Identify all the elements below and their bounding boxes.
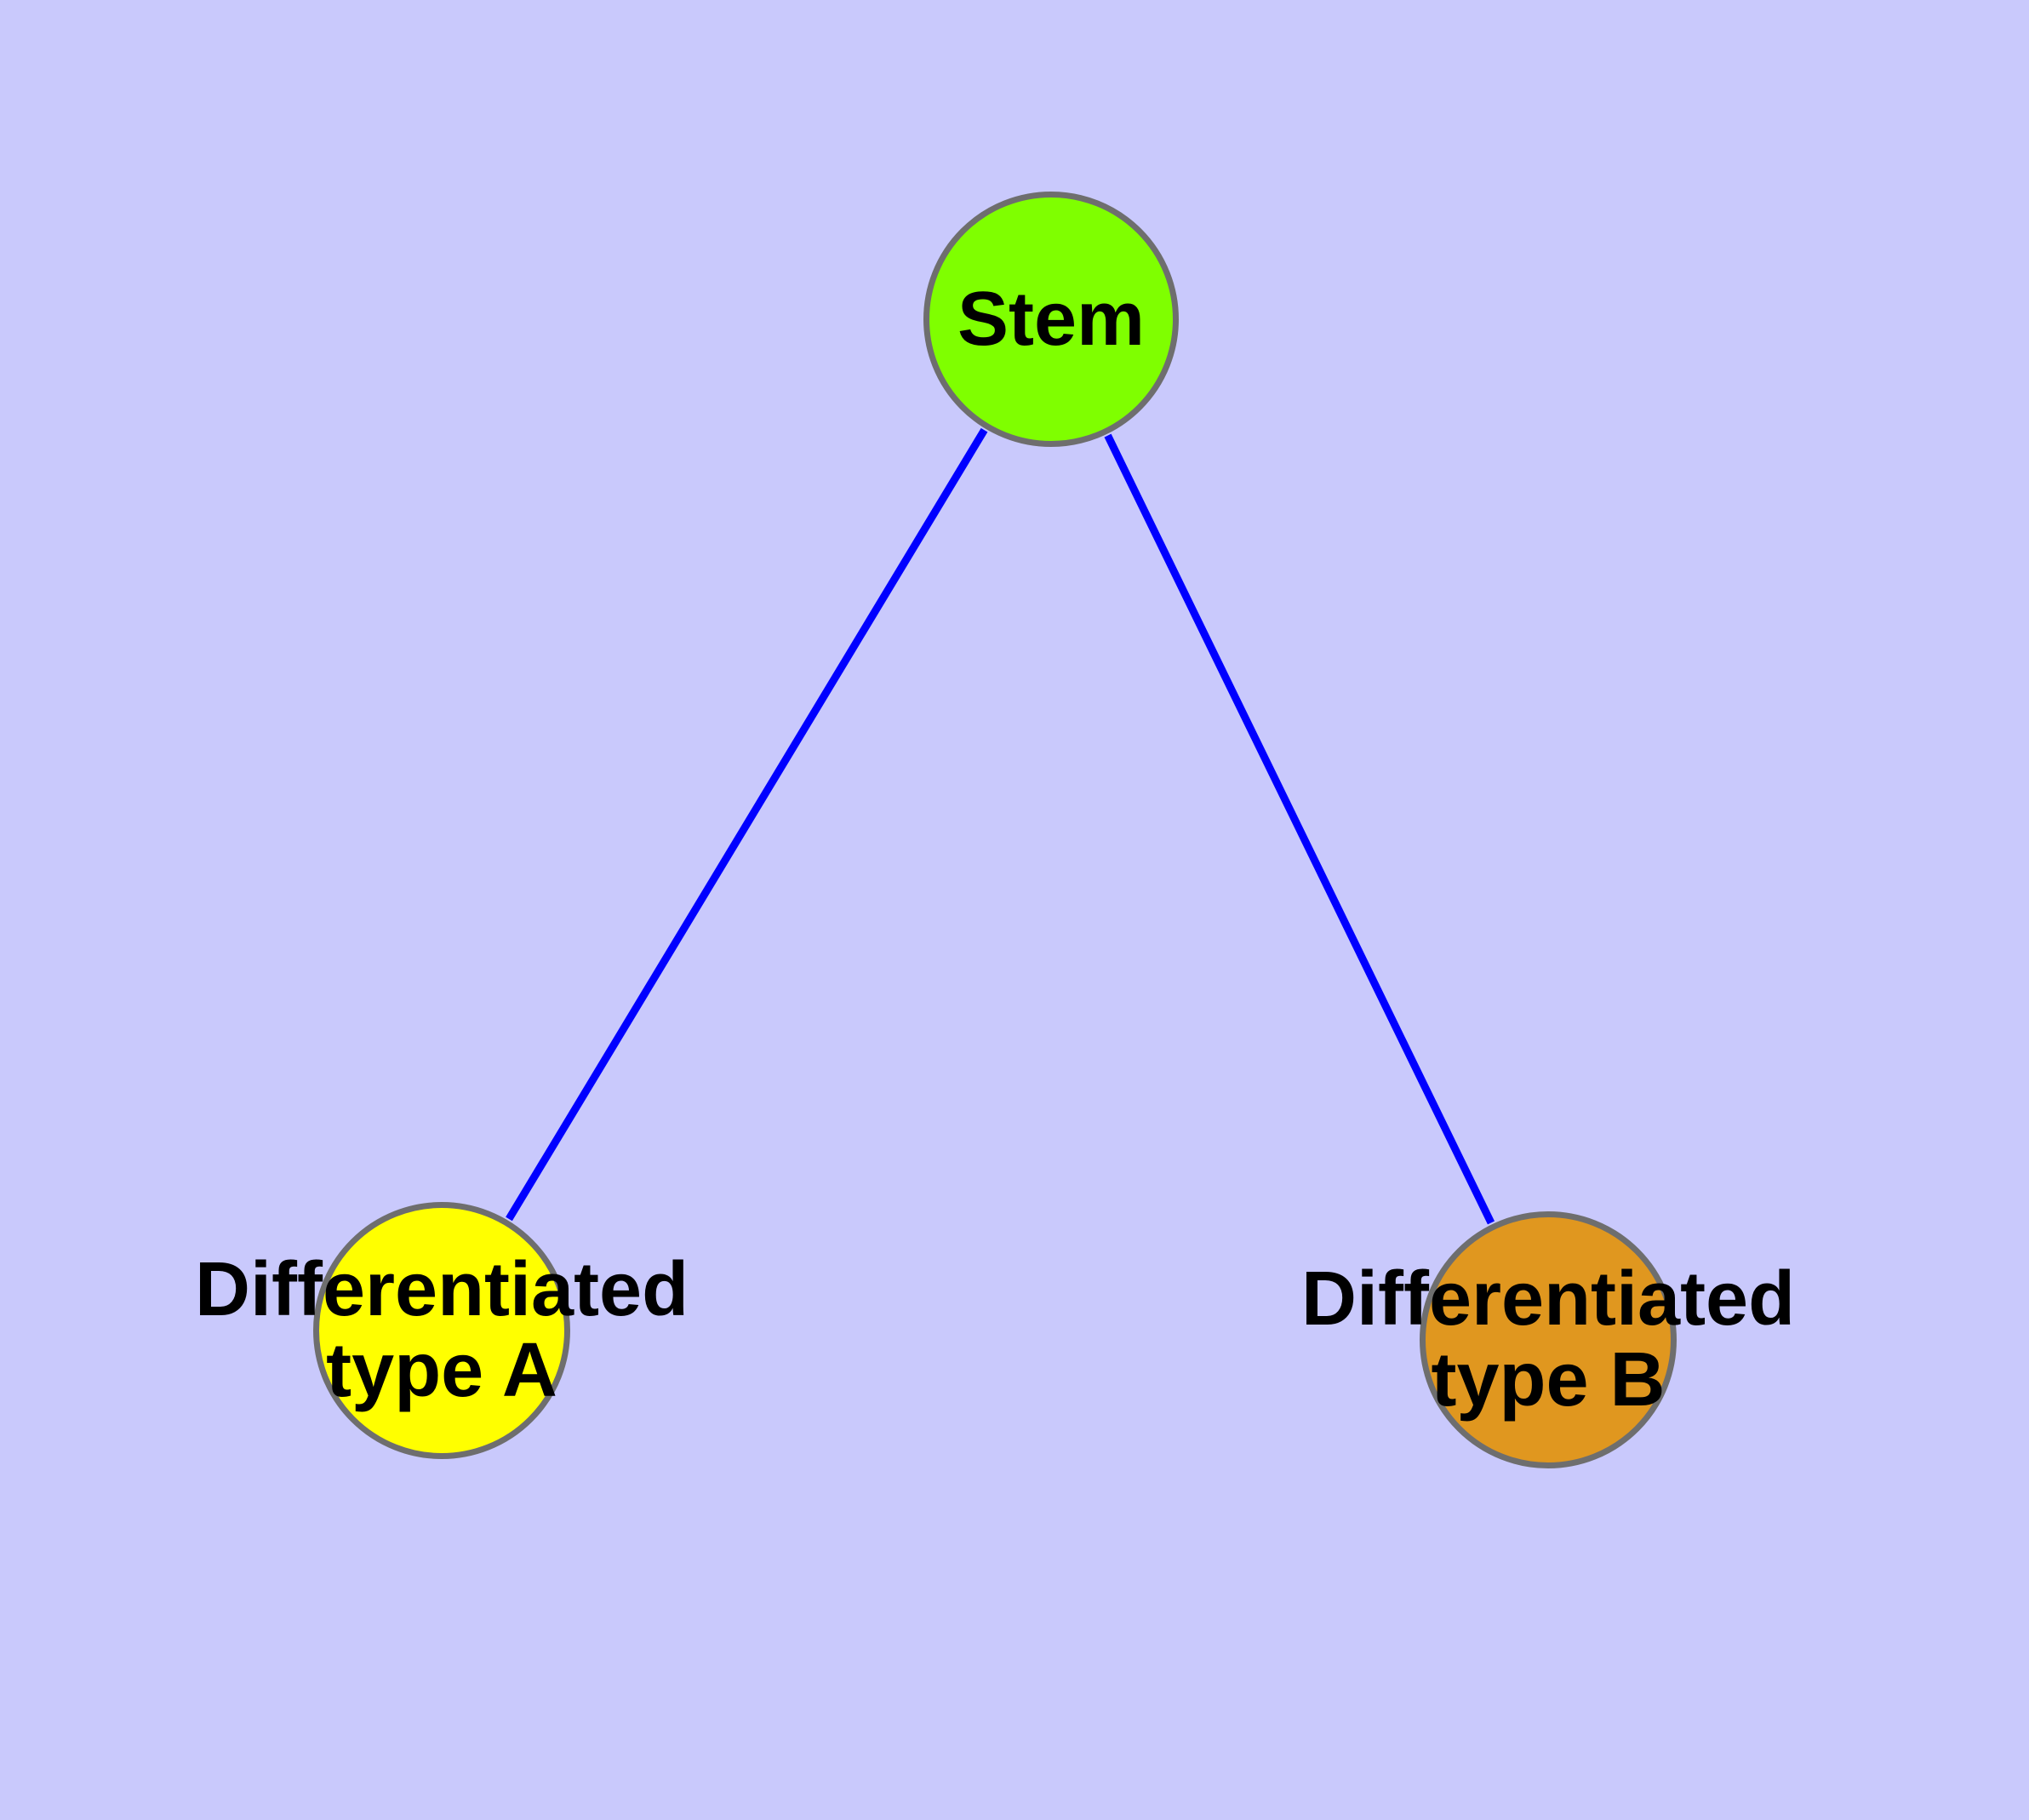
node-layer bbox=[313, 192, 1677, 1468]
edge-layer bbox=[506, 427, 1495, 1225]
edge-stem-diff-a[interactable] bbox=[506, 427, 988, 1222]
node-diff-a[interactable] bbox=[313, 1202, 570, 1459]
edge-stem-diff-b[interactable] bbox=[1104, 433, 1495, 1225]
node-diff-b[interactable] bbox=[1420, 1211, 1677, 1468]
node-stem[interactable] bbox=[923, 192, 1179, 447]
